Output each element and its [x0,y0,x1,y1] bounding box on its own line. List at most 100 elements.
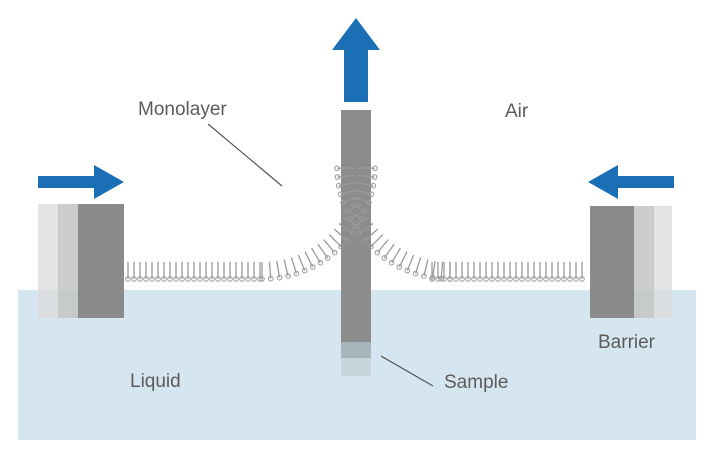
molecule-head [362,237,368,244]
molecule-tail [357,174,375,178]
molecule-head [331,249,338,256]
right-barrier[interactable] [590,206,672,318]
molecule-head [245,276,251,282]
molecule-head [317,259,324,266]
molecule-tail [338,222,354,235]
molecule-tail [354,216,370,227]
molecule-head [368,191,375,198]
molecule-head [137,276,143,282]
sample-slide-lower [341,342,371,358]
molecule-head [233,276,239,282]
molecule-head [567,276,573,282]
molecule-head [349,230,356,237]
molecule-head [483,276,489,282]
molecule-head [173,276,179,282]
molecule-head [340,199,346,206]
molecule-head [309,264,316,270]
molecule-head [215,276,221,282]
molecule-head [362,208,369,214]
molecule-tail [356,182,374,187]
monolayer-leader-line [207,123,283,187]
molecule-tail [383,243,395,259]
molecule-head [338,243,344,250]
molecule-head [285,273,291,279]
molecule-head [251,276,257,282]
molecule-tail [276,260,281,278]
molecule-head [131,276,137,282]
molecule-head [525,276,531,282]
molecule-head [459,276,465,282]
molecule-head [125,276,131,282]
left-barrier-ghost-1 [38,204,60,318]
molecule-head [227,276,233,282]
molecule-head [429,274,436,281]
molecule-head [374,249,381,256]
left-barrier-block [78,204,124,318]
molecule-tail [283,259,289,277]
molecule-tail [391,247,401,264]
molecule-tail [346,203,363,212]
sample-slide-tip [341,358,371,376]
molecule-head [513,276,519,282]
molecule-tail [349,210,366,220]
molecule-tail [342,196,360,204]
molecule-tail [370,234,384,248]
molecule-tail [317,243,329,259]
right-barrier-block [590,206,634,318]
molecule-head [334,174,341,180]
molecule-head [167,276,173,282]
monolayer-label: Monolayer [138,99,227,120]
molecule-head [347,215,353,222]
molecule-head [343,208,350,214]
molecule-tail [297,254,306,271]
molecule-head [143,276,149,282]
right-arrow-icon [38,165,124,199]
right-barrier-ghost-1 [652,206,672,318]
molecule-head [185,276,191,282]
molecule-head [531,276,537,282]
air-label: Air [505,101,529,122]
sample-label: Sample [444,372,509,393]
molecule-head [293,270,300,277]
molecule-head [519,276,525,282]
molecule-tail [337,174,355,178]
molecule-head [203,276,209,282]
molecule-head [301,267,308,274]
molecule-head [179,276,185,282]
molecule-head [344,237,350,244]
molecule-head [324,255,331,261]
molecule-head [465,276,471,282]
molecule-tail [311,247,321,264]
molecule-head [477,276,483,282]
molecule-head [276,274,283,281]
molecule-head [421,273,427,279]
molecule-head [371,174,378,180]
molecule-tail [354,189,372,195]
molecule-tail [423,259,429,277]
molecule-tail [323,239,336,254]
molecule-head [366,199,372,206]
molecule-tail [364,228,379,241]
molecule-head [438,275,445,282]
left-arrow-icon [588,165,674,199]
molecule-tail [376,239,389,254]
barrier-label: Barrier [598,332,656,353]
molecule-tail [358,222,374,235]
molecule-tail [268,261,272,279]
molecule-head [404,267,411,274]
molecule-head [495,276,501,282]
up-arrow-icon [332,18,380,102]
molecule-head [209,276,215,282]
left-barrier[interactable] [38,204,124,318]
sample-slide[interactable] [341,110,371,376]
molecule-head [537,276,543,282]
molecule-head [447,276,453,282]
molecule-tail [398,251,408,268]
molecule-head [388,259,395,266]
molecule-tail [328,234,342,248]
molecule-head [239,276,245,282]
molecule-head [489,276,495,282]
right-barrier-ghost-2 [632,206,654,318]
